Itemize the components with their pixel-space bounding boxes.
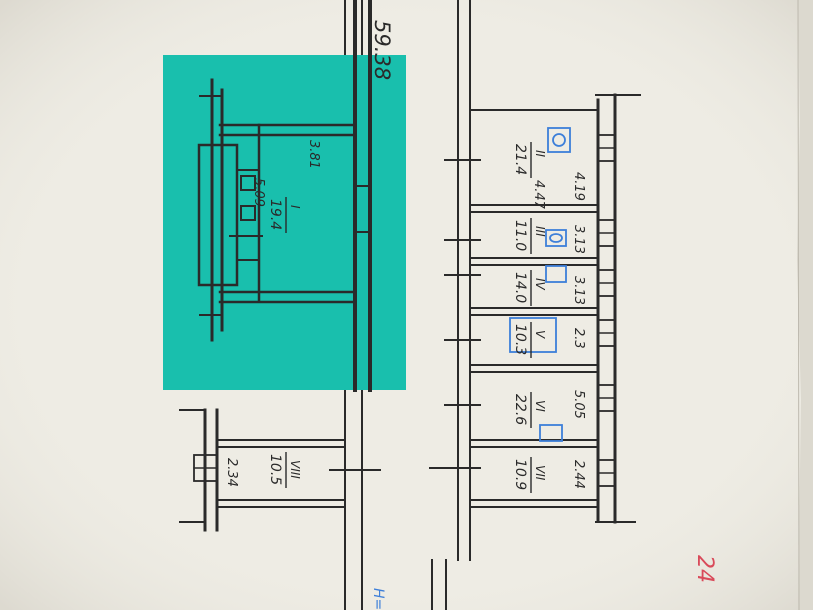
room-area: 14.0 — [512, 272, 528, 303]
room-number: V — [533, 330, 547, 339]
svg-text:H=: H= — [370, 588, 386, 610]
svg-text:5.09: 5.09 — [251, 178, 266, 207]
room-label: II 21.4 — [512, 142, 547, 178]
fixture-stamps — [509, 127, 571, 442]
svg-text:2.34: 2.34 — [224, 458, 239, 487]
room-area: 11.0 — [512, 220, 528, 251]
room-area: 10.9 — [512, 459, 528, 490]
room-number: I — [288, 205, 302, 209]
room-area: 19.4 — [267, 199, 283, 230]
room-dimension: 2.34 — [224, 458, 239, 487]
room-label: VIII 10.5 — [267, 452, 302, 488]
svg-text:4.47: 4.47 — [531, 180, 546, 210]
room-area: 10.5 — [267, 454, 283, 485]
corner-mark: H= — [370, 588, 386, 610]
room-number: VII — [533, 465, 547, 481]
room-dimension: 5.05 — [571, 390, 586, 419]
room-label: IV 14.0 — [512, 270, 547, 306]
room-number: IV — [533, 278, 547, 291]
room-number: VIII — [288, 460, 302, 479]
room-label: I 19.4 — [267, 197, 302, 233]
room-label: VII 10.9 — [512, 457, 547, 493]
svg-text:59.38: 59.38 — [370, 20, 394, 80]
room-dimension: 3.13 — [571, 276, 586, 305]
room-dimension: 2.3 — [571, 328, 586, 349]
svg-text:5.05: 5.05 — [571, 390, 586, 419]
room-area: 21.4 — [512, 144, 528, 175]
sticky-note — [163, 0, 406, 392]
room-area: 22.6 — [512, 394, 528, 425]
room-number: III — [533, 226, 547, 237]
room-dimension: 5.09 — [251, 178, 266, 207]
svg-text:3.13: 3.13 — [571, 276, 586, 305]
room-dimension: 4.47 — [531, 180, 546, 210]
room-dimension: 2.44 — [571, 460, 586, 489]
room-label: III 11.0 — [512, 218, 547, 254]
svg-text:3.13: 3.13 — [571, 225, 586, 254]
room-label: V 10.3 — [512, 322, 547, 358]
svg-text:2.44: 2.44 — [571, 460, 586, 489]
room-dimension: 3.81 — [306, 140, 321, 169]
svg-text:4.19: 4.19 — [571, 172, 586, 201]
room-number: VI — [533, 400, 547, 412]
room-label: VI 22.6 — [512, 392, 547, 428]
sheet-number: 24 — [692, 555, 717, 583]
svg-text:24: 24 — [692, 555, 717, 583]
room-area: 10.3 — [512, 324, 528, 355]
room-dimension: 4.19 — [571, 172, 586, 201]
room-number: II — [533, 150, 547, 158]
svg-text:3.81: 3.81 — [306, 140, 321, 169]
sheet-right-edge — [797, 0, 813, 610]
svg-text:2.3: 2.3 — [571, 328, 586, 349]
left-room-block — [179, 408, 381, 532]
room-dimension: 3.13 — [571, 225, 586, 254]
right-room-block — [429, 93, 641, 561]
top-dimension: 59.38 — [370, 20, 394, 80]
